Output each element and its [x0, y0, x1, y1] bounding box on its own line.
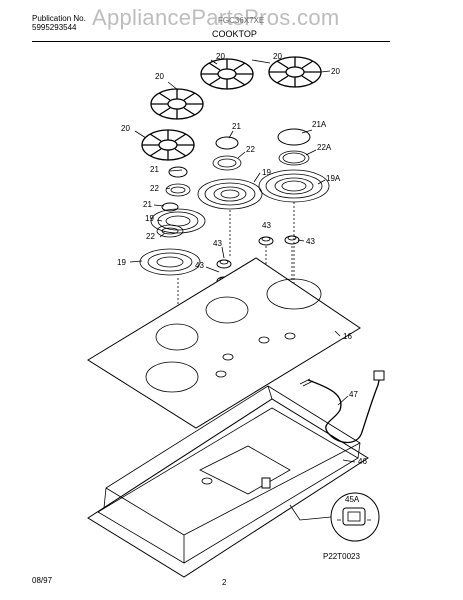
callout-burner-cap-center: 21 [232, 122, 241, 131]
callout-burner-head-center: 22 [246, 145, 255, 154]
callout-drip-bowl-center: 19 [262, 168, 271, 177]
header-rule [32, 41, 390, 42]
switch-detail [289, 492, 380, 542]
drip-bowl-center [197, 178, 263, 210]
wire-harness [299, 370, 385, 444]
burner-cap-center [215, 136, 239, 150]
callout-burner-head-large: 22A [317, 143, 332, 152]
drip-bowl-left [139, 248, 201, 276]
burner-head-left-top [165, 183, 191, 197]
callout-burner-head-left: 22 [146, 232, 155, 241]
footer-date: 08/97 [32, 576, 53, 585]
grate-top-center [200, 58, 254, 90]
grate-mid-left [150, 88, 204, 120]
callout-burner-cap-left-top: 21 [150, 165, 159, 174]
callout-knob-sleeve-3: 43 [262, 221, 271, 230]
callout-cooktop-glass: 16 [343, 332, 352, 341]
publication-label: Publication No. [32, 14, 86, 23]
callout-burner-cap-large: 21A [312, 120, 327, 129]
grate-lower-left [141, 129, 195, 161]
callout-harness: 47 [349, 390, 358, 399]
callout-drip-bowl-left-top: 19 [145, 214, 154, 223]
drip-bowl-left-top [150, 208, 206, 234]
callout-knob-sleeve-1: 43 [213, 239, 222, 248]
callout-grate-2: 20 [216, 52, 225, 61]
burner-head-left [156, 224, 184, 238]
section-title: COOKTOP [212, 29, 257, 39]
burner-head-large [278, 150, 310, 166]
knob-sleeve-4 [284, 235, 300, 245]
callout-burner-cap-left: 21 [143, 200, 152, 209]
burner-box [87, 385, 369, 578]
callout-grate-4: 20 [331, 67, 340, 76]
callout-switch: 45A [345, 495, 360, 504]
model-number: FGC36X7XE [218, 16, 265, 25]
callout-burner-head-left-top: 22 [150, 184, 159, 193]
callout-grate-3: 20 [273, 52, 282, 61]
burner-head-center [212, 155, 242, 171]
callout-knob-sleeve-4: 43 [306, 237, 315, 246]
callout-drip-bowl-large: 19A [326, 174, 341, 183]
diagram-id: P22T0023 [323, 552, 360, 561]
knob-sleeve-3 [258, 236, 274, 246]
watermark: AppliancePartsPros.com [92, 5, 340, 30]
callout-knob-sleeve-2: 43 [195, 261, 204, 270]
cooktop-glass [87, 257, 361, 429]
grate-top-right [268, 56, 322, 88]
burner-cap-left-top [168, 166, 188, 178]
callout-drip-bowl-left: 19 [117, 258, 126, 267]
callout-burner-box: 46 [358, 457, 367, 466]
knob-sleeve-1 [216, 259, 232, 269]
burner-cap-large [277, 128, 311, 146]
callout-grate-1: 20 [155, 72, 164, 81]
callout-grate-5: 20 [121, 124, 130, 133]
page-number: 2 [222, 578, 227, 587]
publication-number: 5995293544 [32, 23, 77, 32]
